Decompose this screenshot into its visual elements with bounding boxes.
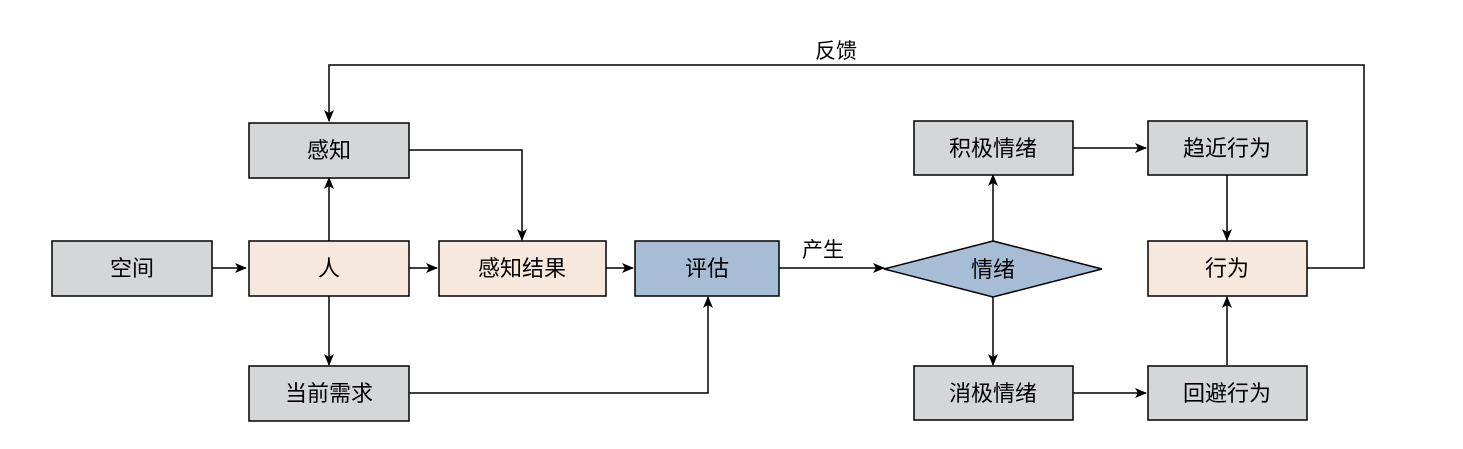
node-space: 空间 <box>51 240 213 297</box>
edges-layer: 产生 反馈 <box>212 39 1365 398</box>
svg-text:评估: 评估 <box>685 257 729 282</box>
svg-text:积极情绪: 积极情绪 <box>949 137 1037 162</box>
node-approach-behavior: 趋近行为 <box>1147 120 1308 176</box>
node-perception: 感知 <box>248 122 410 179</box>
node-evaluation: 评估 <box>634 240 780 297</box>
svg-text:空间: 空间 <box>110 257 154 282</box>
svg-text:当前需求: 当前需求 <box>285 382 373 407</box>
edge-current-need-to-evaluation <box>409 296 713 394</box>
node-perception-result: 感知结果 <box>438 240 607 297</box>
nodes-layer: 空间 人 感知 当前需求 感知结果 评估 情绪 积极情绪 <box>51 120 1308 422</box>
edge-label-feedback: 反馈 <box>815 39 857 63</box>
svg-text:行为: 行为 <box>1205 257 1249 282</box>
edge-label-produce: 产生 <box>802 238 844 262</box>
svg-text:情绪: 情绪 <box>971 258 1015 283</box>
node-avoid-behavior: 回避行为 <box>1147 365 1308 421</box>
svg-text:人: 人 <box>318 257 340 282</box>
node-current-need: 当前需求 <box>248 365 410 422</box>
svg-text:感知结果: 感知结果 <box>478 257 566 282</box>
edge-behavior-feedback-to-perception <box>324 64 1365 269</box>
node-behavior: 行为 <box>1147 240 1308 297</box>
svg-text:感知: 感知 <box>307 139 351 164</box>
node-emotion-decision: 情绪 <box>883 240 1103 298</box>
edge-perception-to-perception-result <box>409 149 527 241</box>
svg-text:回避行为: 回避行为 <box>1183 382 1271 407</box>
node-positive-emotion: 积极情绪 <box>913 120 1074 176</box>
node-negative-emotion: 消极情绪 <box>913 365 1074 421</box>
node-person: 人 <box>248 240 410 297</box>
svg-text:消极情绪: 消极情绪 <box>949 382 1037 407</box>
svg-text:趋近行为: 趋近行为 <box>1183 137 1271 162</box>
